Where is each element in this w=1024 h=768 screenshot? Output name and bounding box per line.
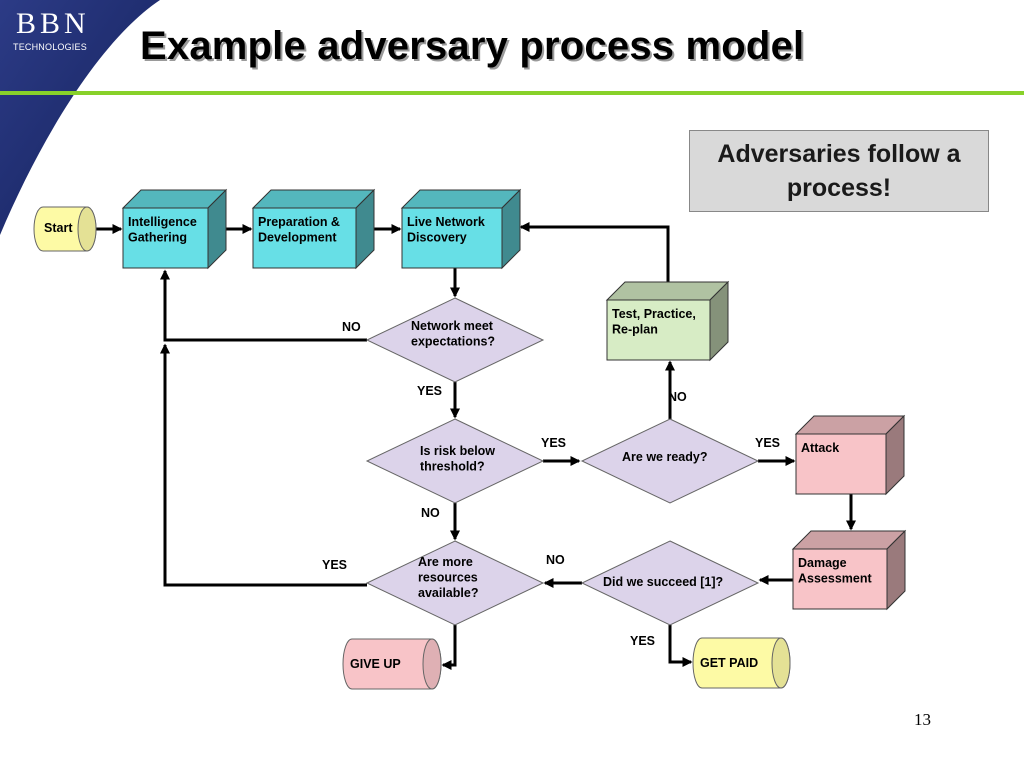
decision-d_risk: Is risk below threshold? [365, 418, 545, 504]
edge-label-risk-yes: YES [541, 436, 566, 450]
process-test-label-line-2: Re-plan [612, 323, 658, 337]
edge-label-ready-yes: YES [755, 436, 780, 450]
terminal-giveup: GIVE UP [342, 638, 442, 690]
process-attack-label-line-1: Attack [801, 441, 839, 455]
logo-subtitle: TECHNOLOGIES [13, 42, 87, 52]
edge-label-risk-no: NO [421, 506, 440, 520]
decision-d_resources-label-line-1: Are more [418, 555, 473, 569]
process-prep-label-line-1: Preparation & [258, 215, 340, 229]
process-attack: Attack [794, 414, 906, 496]
bbn-logo: BBN TECHNOLOGIES [6, 6, 98, 70]
edge-label-succeed-yes: YES [630, 634, 655, 648]
edge-label-network-no: NO [342, 320, 361, 334]
edge-label-network-yes: YES [417, 384, 442, 398]
edge-label-succeed-no: NO [546, 553, 565, 567]
process-live-label-line-1: Live Network [407, 215, 485, 229]
terminal-start: Start [33, 206, 97, 252]
decision-d_network-label-line-2: expectations? [411, 335, 495, 349]
callout-box: Adversaries follow a process! [689, 130, 989, 212]
process-live-label-line-2: Discovery [407, 231, 467, 245]
decision-d_resources-label-line-3: available? [418, 586, 478, 600]
decision-d_succeed: Did we succeed [1]? [580, 540, 760, 626]
decision-d_succeed-label-line-1: Did we succeed [1]? [603, 575, 723, 589]
corner-band [0, 0, 160, 235]
decision-d_risk-label-line-1: Is risk below [420, 444, 495, 458]
decision-d_network: Network meet expectations? [365, 297, 545, 383]
edge-network-no-to-intel [160, 269, 367, 342]
process-intel-label-line-1: Intelligence [128, 215, 197, 229]
process-test: Test, Practice, Re-plan [605, 280, 730, 362]
edge-label-ready-no: NO [668, 390, 687, 404]
process-damage-label-line-1: Damage [798, 556, 847, 570]
terminal-giveup-label-line-1: GIVE UP [350, 657, 401, 671]
terminal-start-label-line-1: Start [44, 221, 73, 235]
page-number: 13 [914, 710, 931, 729]
edge-succeed-yes-to-getpaid [668, 625, 693, 667]
process-test-label-line-1: Test, Practice, [612, 307, 696, 321]
decision-d_resources-label-line-2: resources [418, 571, 478, 585]
logo-wordmark: BBN [16, 7, 90, 40]
callout-text: Adversaries follow a process! [717, 140, 961, 202]
decision-d_ready-label-line-1: Are we ready? [622, 450, 707, 464]
edge-resources-yes-to-intel [160, 343, 367, 587]
decision-d_risk-label-line-2: threshold? [420, 460, 485, 474]
terminal-getpaid: GET PAID [692, 637, 791, 689]
slide-title: Example adversary process model [140, 24, 805, 68]
process-damage-label-line-2: Assessment [798, 572, 872, 586]
edge-test-to-live [519, 222, 670, 290]
decision-d_ready: Are we ready? [580, 418, 760, 504]
terminal-getpaid-label-line-1: GET PAID [700, 656, 758, 670]
decision-d_network-label-line-1: Network meet [411, 319, 494, 333]
process-prep: Preparation & Development [251, 188, 376, 270]
process-intel-label-line-2: Gathering [128, 231, 187, 245]
process-prep-label-line-2: Development [258, 231, 337, 245]
edge-resources-to-giveup [441, 625, 457, 670]
edge-label-resources-yes: YES [322, 558, 347, 572]
